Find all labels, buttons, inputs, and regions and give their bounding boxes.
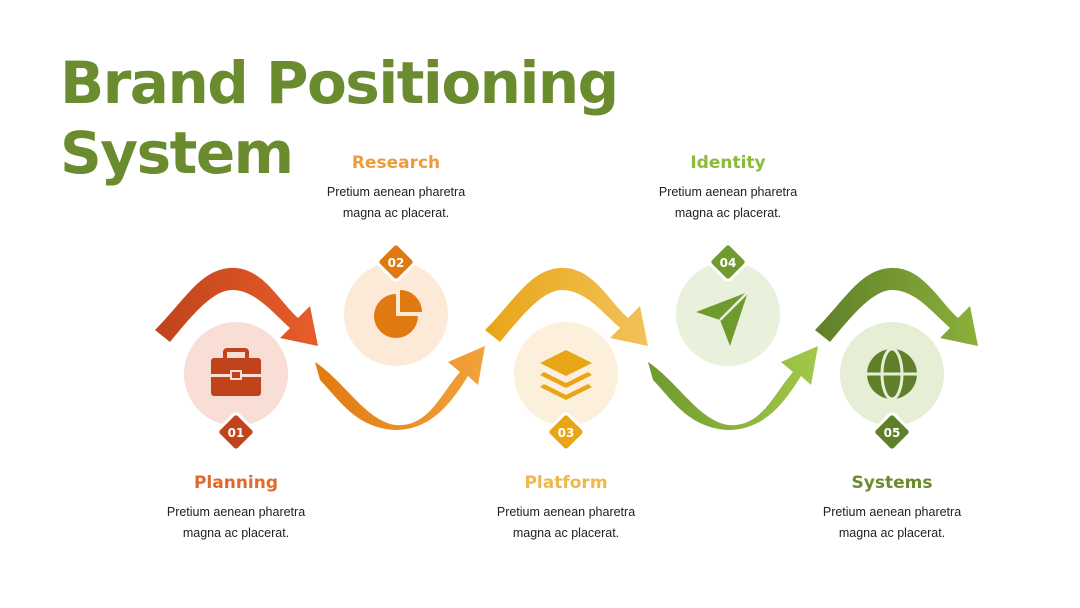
title-line-1: Brand Positioning — [60, 49, 619, 117]
send-icon — [696, 291, 749, 346]
layers-icon — [540, 350, 592, 400]
step-2-node: 02 — [344, 242, 448, 366]
step-2-title: Research — [351, 153, 441, 173]
step-1-badge: 01 — [216, 412, 256, 452]
step-4-description-line-2: magna ac placerat. — [674, 206, 782, 220]
step-2-description-line-1: Pretium aenean pharetra — [326, 185, 466, 199]
step-4-title: Identity — [690, 153, 766, 173]
step-5-title: Systems — [851, 473, 933, 493]
step-1-title: Planning — [193, 473, 279, 493]
step-3-badge: 03 — [546, 412, 586, 452]
step-2-number: 02 — [388, 256, 405, 270]
flow-arrow-2 — [315, 346, 485, 430]
step-1-node: 01 — [184, 322, 288, 452]
briefcase-icon — [211, 348, 261, 396]
flow-arrow-1 — [155, 267, 318, 346]
step-5-badge: 05 — [872, 412, 912, 452]
globe-icon — [867, 347, 917, 401]
step-5-description-line-1: Pretium aenean pharetra — [822, 505, 962, 519]
step-5-node: 05 — [840, 322, 944, 452]
step-4-description: Pretium aenean pharetra magna ac placera… — [628, 182, 828, 224]
step-1-description: Pretium aenean pharetra magna ac placera… — [136, 502, 336, 544]
step-4-number: 04 — [720, 256, 737, 270]
flow-arrow-5 — [815, 267, 978, 346]
title-line-2: System — [60, 119, 294, 187]
flow-arrow-4 — [648, 346, 818, 430]
step-2-badge: 02 — [376, 242, 416, 282]
step-3-node: 03 — [514, 322, 618, 452]
step-2-description-line-2: magna ac placerat. — [342, 206, 450, 220]
step-5-description-line-2: magna ac placerat. — [838, 526, 946, 540]
step-1-description-line-2: magna ac placerat. — [182, 526, 290, 540]
step-5-description: Pretium aenean pharetra magna ac placera… — [792, 502, 992, 544]
step-2-description: Pretium aenean pharetra magna ac placera… — [296, 182, 496, 224]
step-3-description-line-1: Pretium aenean pharetra — [496, 505, 636, 519]
pie-chart-icon — [374, 290, 422, 338]
flow-arrow-3 — [485, 267, 648, 346]
step-3-number: 03 — [558, 426, 575, 440]
step-4-node: 04 — [676, 242, 780, 366]
step-4-description-line-1: Pretium aenean pharetra — [658, 185, 798, 199]
step-1-description-line-1: Pretium aenean pharetra — [166, 505, 306, 519]
step-3-title: Platform — [524, 473, 608, 493]
step-3-description-line-2: magna ac placerat. — [512, 526, 620, 540]
step-3-description: Pretium aenean pharetra magna ac placera… — [466, 502, 666, 544]
step-4-badge: 04 — [708, 242, 748, 282]
page-title: Brand Positioning System — [60, 48, 660, 188]
step-1-number: 01 — [228, 426, 245, 440]
step-5-number: 05 — [884, 426, 901, 440]
